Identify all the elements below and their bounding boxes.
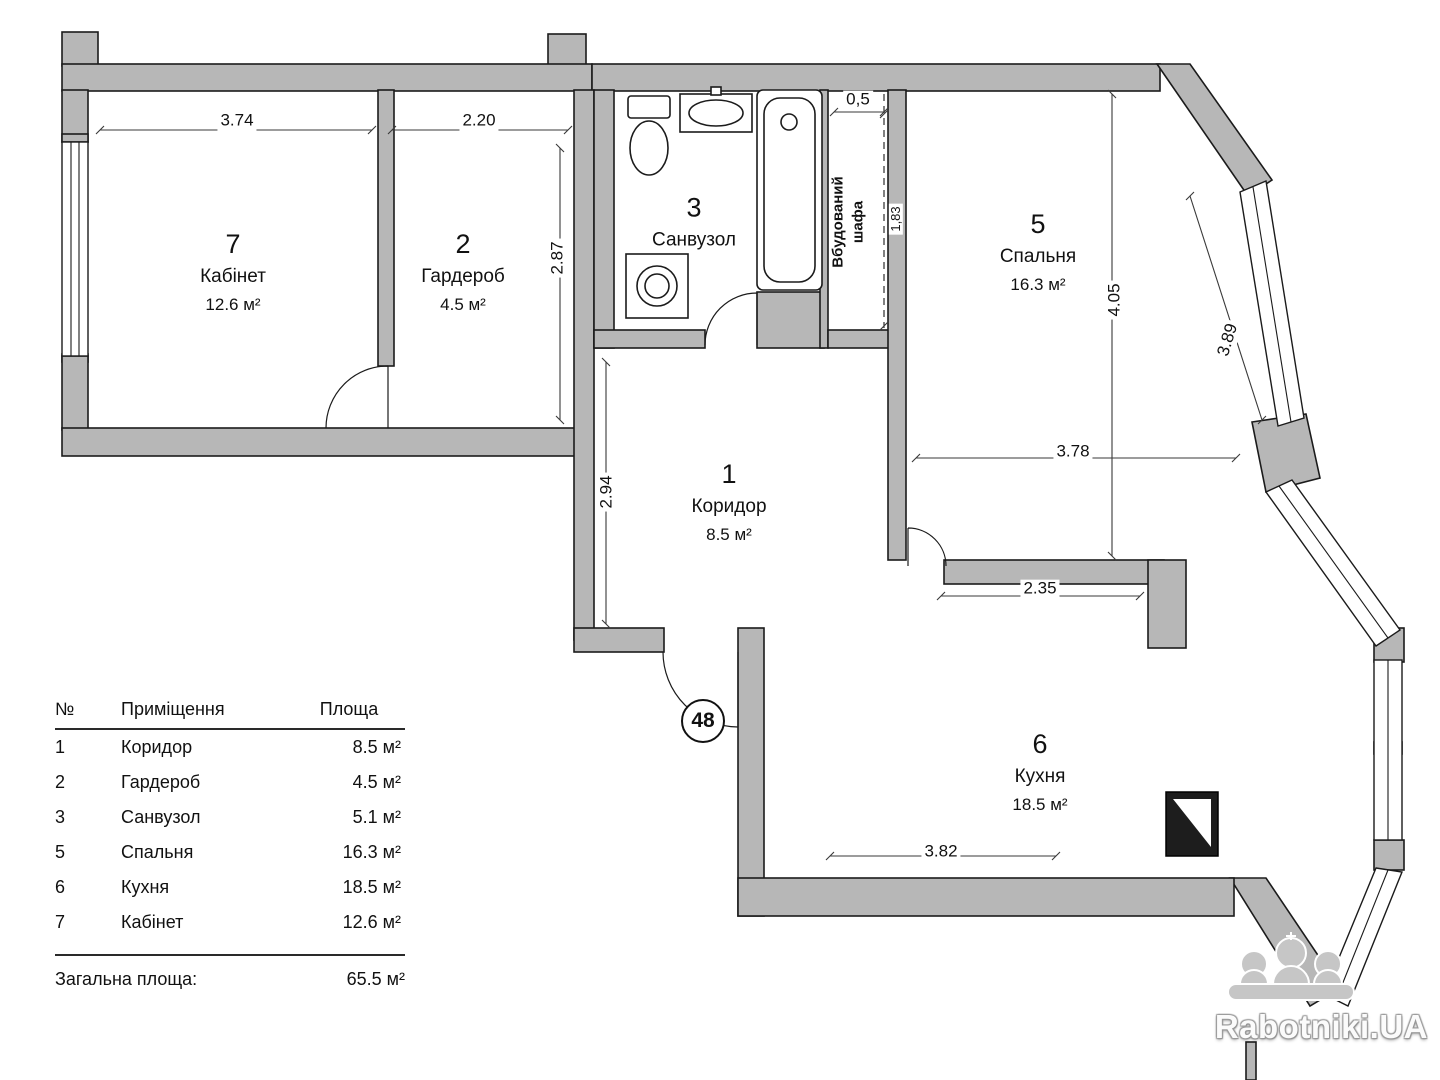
toilet-icon xyxy=(627,95,671,176)
room-label-office: 7 Кабінет 12.6 м² xyxy=(200,229,266,314)
room-area: 4.5 м² xyxy=(440,295,486,314)
room-number: 1 xyxy=(721,459,737,489)
legend-header-area: Площа xyxy=(319,698,379,719)
dim-corridor-depth: 2.94 xyxy=(597,472,617,512)
dim-bedroom-width: 3.78 xyxy=(1053,442,1093,462)
room-label-corridor: 1 Коридор 8.5 м² xyxy=(691,459,767,544)
legend-header-row: № Приміщення Площа xyxy=(55,690,405,730)
legend-cell-room: Гардероб xyxy=(121,772,201,792)
dim-wardrobe-width: 2.20 xyxy=(459,111,499,131)
legend-total-value: 65.5 м² xyxy=(346,969,405,989)
bathtub-icon xyxy=(756,89,823,291)
legend-row: 3 Санвузол 5.1 м² xyxy=(55,800,405,835)
room-name: Спальня xyxy=(999,246,1077,267)
room-number: 2 xyxy=(455,229,471,259)
sink-icon xyxy=(679,86,753,133)
legend-total-row: Загальна площа: 65.5 м² xyxy=(55,954,405,990)
legend-cell-area: 5.1 м² xyxy=(352,807,401,827)
dim-bedroom-nook: 2.35 xyxy=(1020,579,1060,599)
dim-kitchen-width: 3.82 xyxy=(921,842,961,862)
legend-cell-area: 18.5 м² xyxy=(342,877,401,897)
room-number: 3 xyxy=(686,192,702,223)
room-name: Санвузол xyxy=(652,229,736,251)
legend-table: № Приміщення Площа 1 Коридор 8.5 м² 2 Га… xyxy=(55,690,405,990)
walls-layer xyxy=(61,31,1405,1080)
legend-row: 2 Гардероб 4.5 м² xyxy=(55,765,405,800)
doors-layer xyxy=(325,292,947,728)
room-number: 6 xyxy=(1032,729,1048,759)
room-label-wardrobe: 2 Гардероб 4.5 м² xyxy=(421,229,505,314)
room-number: 5 xyxy=(1030,209,1046,239)
watermark-text: Rabotniki.UA xyxy=(1214,1008,1428,1045)
room-name: Кухня xyxy=(1014,766,1066,787)
room-label-kitchen: 6 Кухня 18.5 м² xyxy=(1012,729,1068,814)
ventilation-shaft-icon xyxy=(1165,791,1219,857)
legend-cell-room: Кухня xyxy=(121,877,170,897)
legend-header-number: № xyxy=(55,698,75,719)
legend-cell-number: 7 xyxy=(55,912,66,932)
legend-cell-area: 8.5 м² xyxy=(352,737,401,757)
room-name: Коридор xyxy=(691,496,767,517)
room-area: 16.3 м² xyxy=(1010,275,1066,294)
room-number: 7 xyxy=(225,229,241,259)
dim-bedroom-depth: 4.05 xyxy=(1105,280,1125,320)
room-area: 8.5 м² xyxy=(706,525,752,544)
washing-machine-icon xyxy=(625,253,689,319)
apartment-number-badge: 48 xyxy=(681,699,725,743)
legend-row: 7 Кабінет 12.6 м² xyxy=(55,905,405,940)
built-in-wardrobe-label: Вбудований шафа xyxy=(829,176,867,268)
legend-cell-area: 12.6 м² xyxy=(342,912,401,932)
legend-cell-room: Санвузол xyxy=(121,807,201,827)
legend-row: 1 Коридор 8.5 м² xyxy=(55,730,405,765)
legend-row: 6 Кухня 18.5 м² xyxy=(55,870,405,905)
dim-wardrobe-depth: 2.87 xyxy=(548,238,568,278)
room-area: 12.6 м² xyxy=(205,295,261,314)
legend-cell-number: 6 xyxy=(55,877,66,897)
legend-cell-room: Коридор xyxy=(121,737,193,757)
windows-layer xyxy=(61,141,1403,1007)
legend-cell-number: 2 xyxy=(55,772,66,792)
room-name: Гардероб xyxy=(421,266,505,287)
watermark-logo-icon xyxy=(1227,932,1355,1001)
dim-office-width: 3.74 xyxy=(217,111,257,131)
legend-cell-number: 5 xyxy=(55,842,66,862)
legend-cell-number: 3 xyxy=(55,807,66,827)
fixtures-layer xyxy=(625,86,1219,857)
legend-row: 5 Спальня 16.3 м² xyxy=(55,835,405,870)
room-area: 18.5 м² xyxy=(1012,795,1068,814)
legend-header-room: Приміщення xyxy=(121,698,225,719)
room-label-bedroom: 5 Спальня 16.3 м² xyxy=(999,209,1077,294)
legend-cell-room: Спальня xyxy=(121,842,194,862)
legend-cell-area: 16.3 м² xyxy=(342,842,401,862)
dim-closet-length: 1,83 xyxy=(888,203,904,235)
legend-cell-room: Кабінет xyxy=(121,912,184,932)
legend-cell-number: 1 xyxy=(55,737,66,757)
legend-total-label: Загальна площа: xyxy=(55,969,198,989)
room-name: Кабінет xyxy=(200,266,266,287)
legend-cell-area: 4.5 м² xyxy=(352,772,401,792)
dim-closet-offset: 0,5 xyxy=(843,90,873,110)
room-label-bathroom: 3 Санвузол xyxy=(652,192,736,251)
